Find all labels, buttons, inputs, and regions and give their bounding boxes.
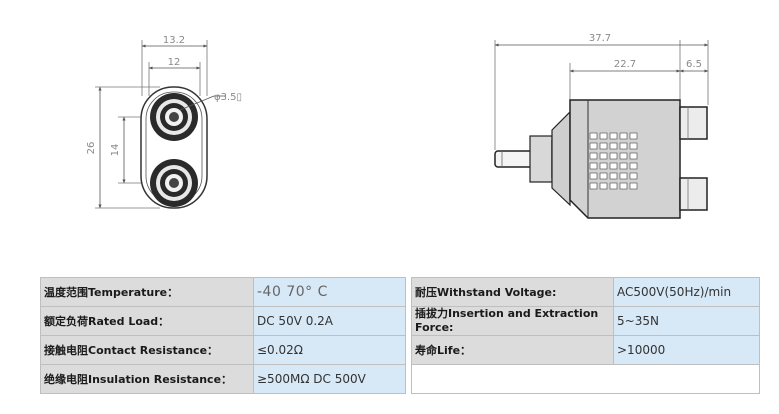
spec-label: 接触电阻Contact Resistance： — [40, 335, 254, 365]
spec-table-left: 温度范围Temperature： -40 70° C 额定负荷Rated Loa… — [40, 277, 406, 394]
spec-value: ≥500MΩ DC 500V — [253, 364, 406, 394]
spec-label: 耐压Withstand Voltage: — [411, 277, 614, 307]
table-row: 温度范围Temperature： -40 70° C — [40, 277, 406, 307]
table-row: 插拔力Insertion and Extraction Force: 5~35N — [411, 306, 760, 336]
dim-width-inner: 12 — [168, 57, 181, 68]
dim-body-length: 22.7 — [614, 59, 636, 70]
table-row: 寿命Life： >10000 — [411, 335, 760, 365]
front-view: 13.2 12 26 14 φ3.5▯ — [86, 35, 242, 209]
technical-drawing: 13.2 12 26 14 φ3.5▯ — [86, 33, 709, 219]
spec-label: 额定负荷Rated Load： — [40, 306, 254, 336]
dim-diameter: φ3.5▯ — [214, 92, 242, 103]
table-row: 接触电阻Contact Resistance： ≤0.02Ω — [40, 335, 406, 365]
spec-value: -40 70° C — [253, 277, 406, 307]
spec-value: AC500V(50Hz)/min — [613, 277, 760, 307]
dim-width-outer: 13.2 — [163, 35, 185, 46]
dim-height-inner: 14 — [110, 144, 121, 157]
spec-label: 绝缘电阻Insulation Resistance： — [40, 364, 254, 394]
table-row: 额定负荷Rated Load： DC 50V 0.2A — [40, 306, 406, 336]
dim-socket-length: 6.5 — [686, 59, 702, 70]
side-view: 37.7 22.7 6.5 — [494, 33, 709, 219]
table-row: 绝缘电阻Insulation Resistance： ≥500MΩ DC 500… — [40, 364, 406, 394]
table-row: 耐压Withstand Voltage: AC500V(50Hz)/min — [411, 277, 760, 307]
table-row — [411, 364, 760, 394]
spec-value: ≤0.02Ω — [253, 335, 406, 365]
spec-table-right: 耐压Withstand Voltage: AC500V(50Hz)/min 插拔… — [411, 277, 760, 394]
spec-label: 寿命Life： — [411, 335, 614, 365]
spec-label: 温度范围Temperature： — [40, 277, 254, 307]
spec-value: >10000 — [613, 335, 760, 365]
dim-height-outer: 26 — [86, 142, 97, 155]
spec-value: 5~35N — [613, 306, 760, 336]
spec-label: 插拔力Insertion and Extraction Force: — [411, 306, 614, 336]
empty-cell — [411, 364, 760, 394]
dim-total-length: 37.7 — [589, 33, 611, 44]
spec-value: DC 50V 0.2A — [253, 306, 406, 336]
